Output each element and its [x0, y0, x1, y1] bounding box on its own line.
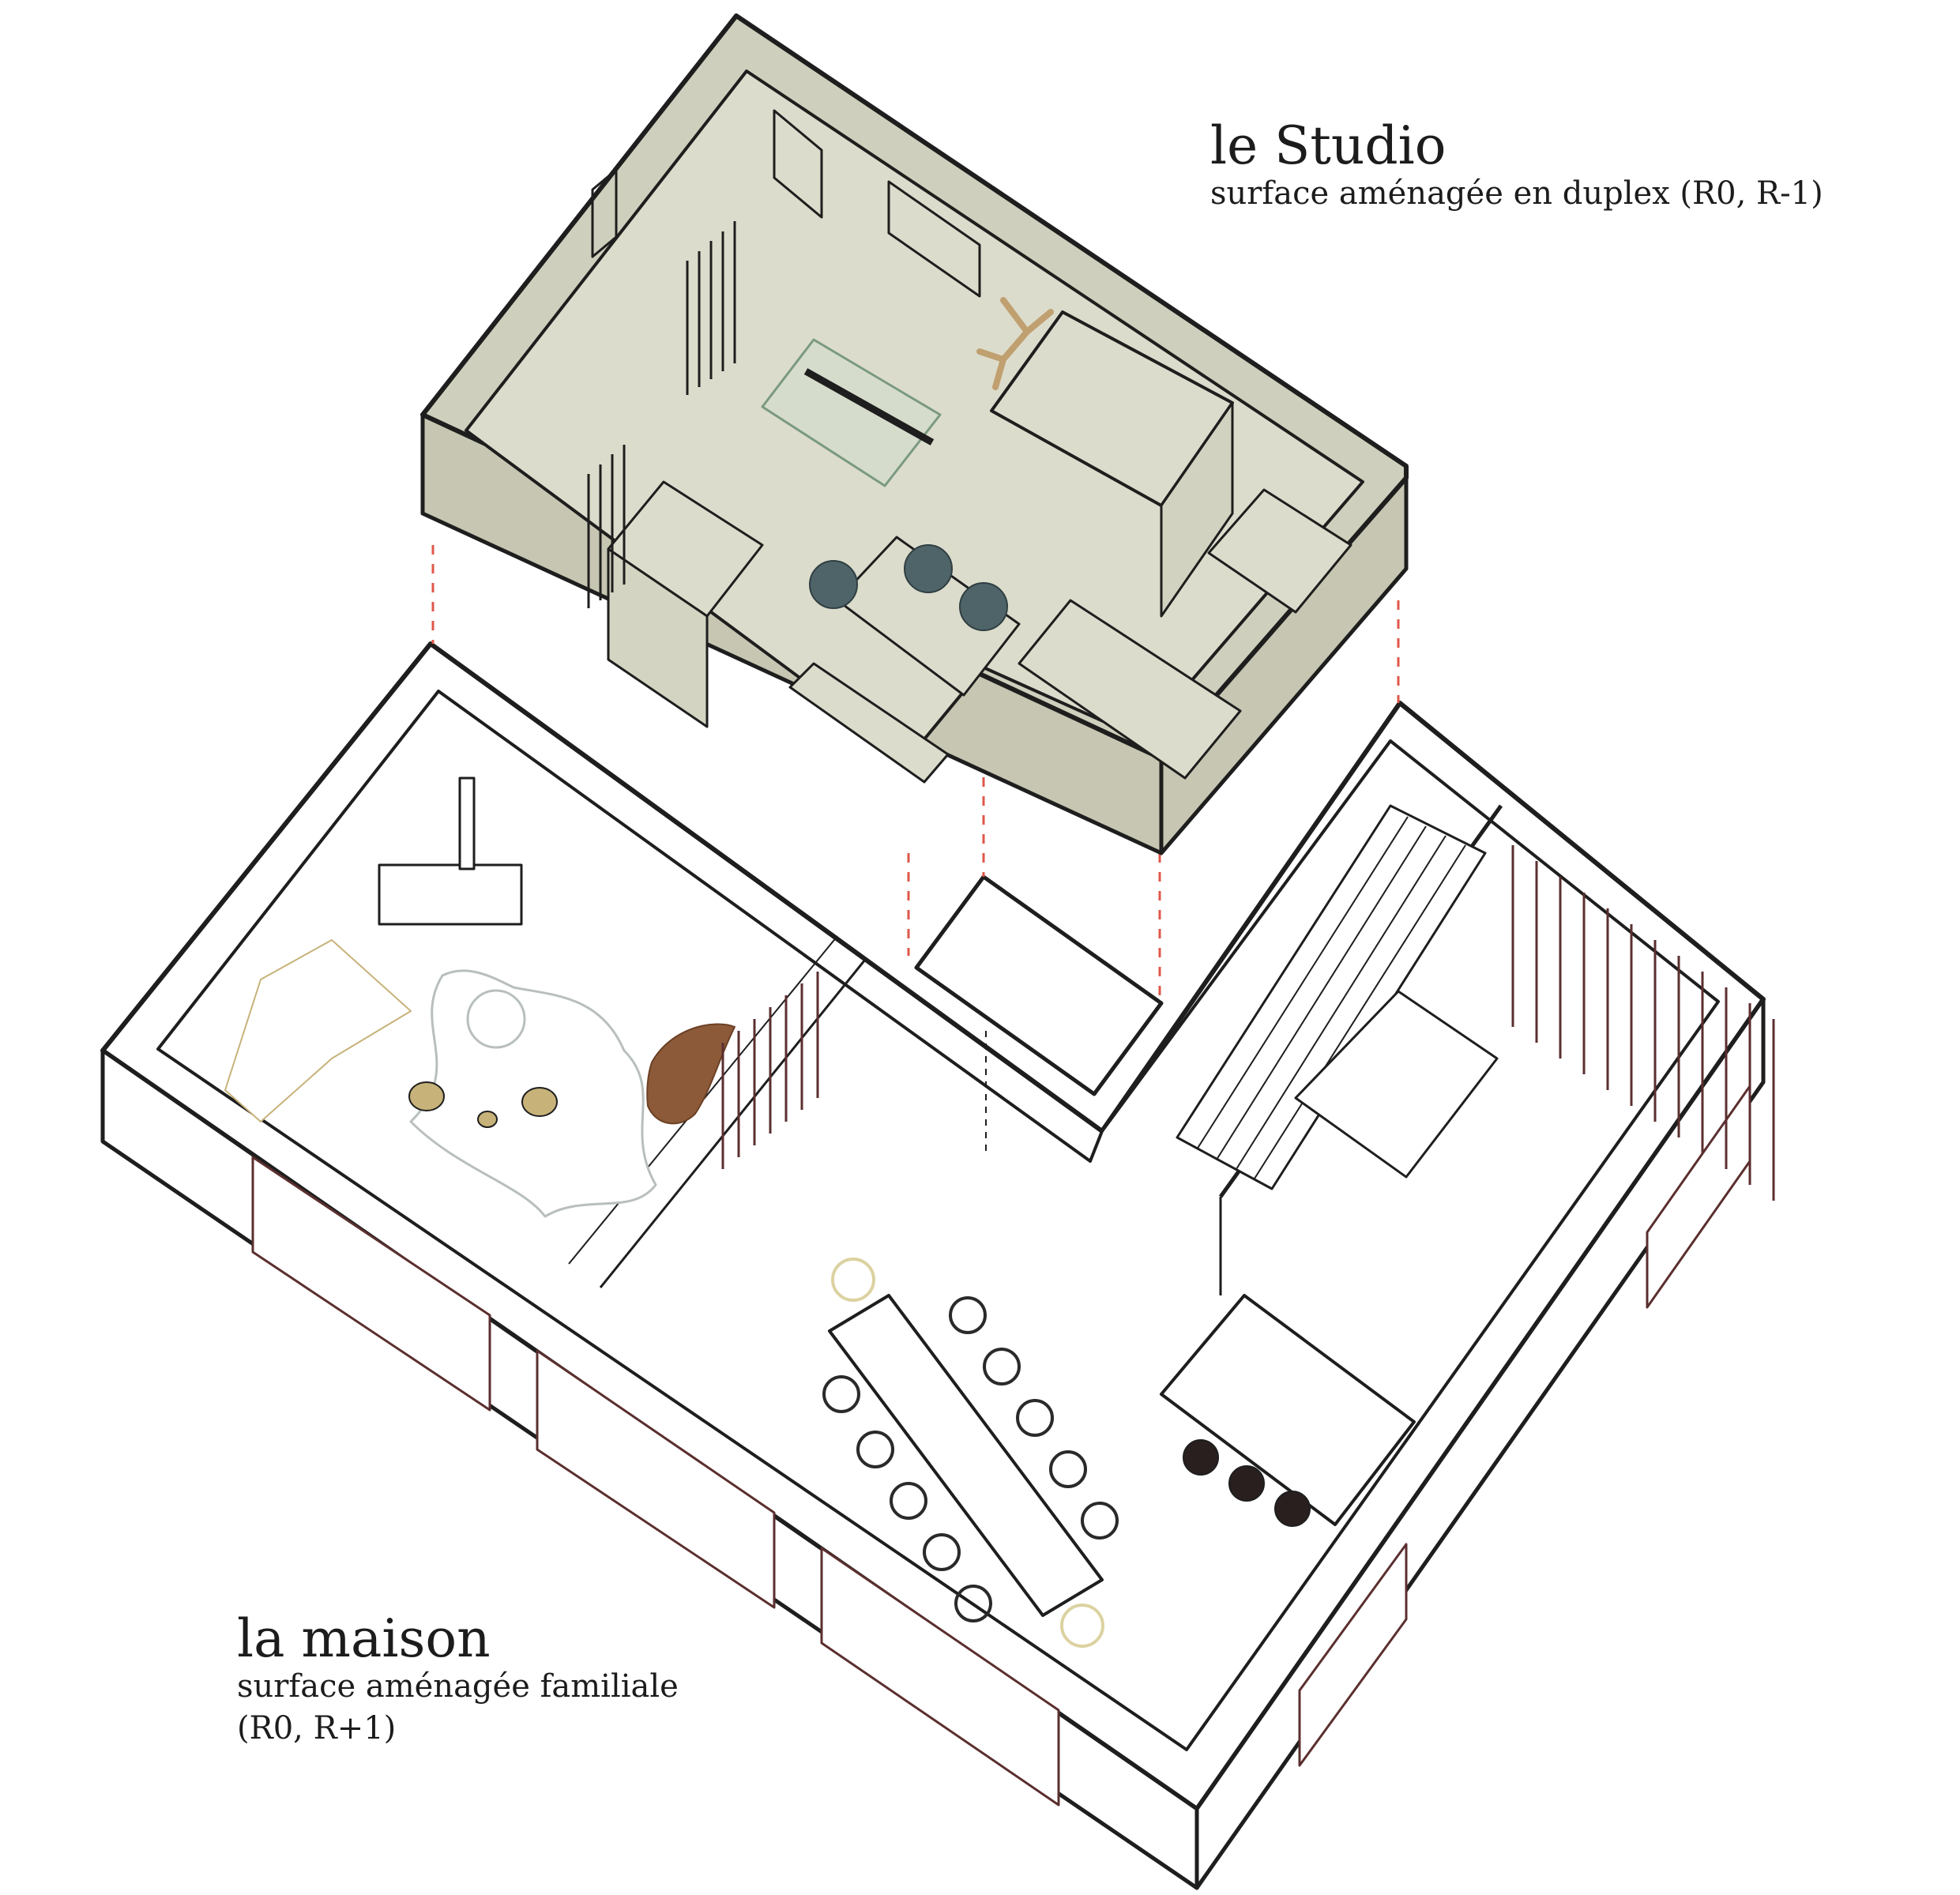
maison-title: la maison: [237, 1608, 491, 1669]
maison-subtitle-line2: (R0, R+1): [237, 1710, 397, 1747]
studio-wardrobe-face: [607, 547, 709, 728]
studio-tv-bar: [803, 368, 935, 446]
butterfly-armchair: [646, 1023, 735, 1125]
studio-title: le Studio: [1210, 115, 1446, 176]
bar-stools: [1183, 1439, 1311, 1527]
maison-windows: [251, 1085, 1751, 1807]
dining-area: [822, 1258, 1119, 1648]
staircase: [1176, 804, 1487, 1190]
kitchen: [1160, 845, 1775, 1527]
dining-table: [828, 1294, 1104, 1617]
chimney-pipe: [458, 776, 476, 870]
living-furniture: [224, 776, 819, 1218]
studio-bench: [788, 662, 950, 784]
kitchen-counter: [1294, 990, 1499, 1179]
floor-lamps: [408, 1081, 558, 1128]
side-table: [466, 989, 526, 1049]
partition-living: [599, 959, 867, 1288]
dining-chairs-yellow: [831, 1258, 1104, 1648]
wc-room: [914, 874, 1164, 1096]
studio-kitchen-run: [1018, 599, 1242, 780]
maison-subtitle-line1: surface aménagée familiale: [237, 1668, 679, 1705]
studio-bath-block-face: [1160, 401, 1234, 618]
sofa-pattern: [224, 939, 412, 1122]
studio-chairs: [809, 544, 1008, 631]
kitchen-island: [1160, 1294, 1416, 1526]
dining-chairs-dark: [822, 1296, 1119, 1622]
branch-decor: [976, 297, 1054, 390]
studio-wall-frames: [591, 109, 981, 298]
studio-sofa: [761, 338, 942, 487]
maison-volume: [100, 641, 1775, 1890]
kitchen-curtain: [1511, 845, 1775, 1201]
alignment-guides: [431, 545, 1400, 995]
curtain-living: [721, 972, 819, 1169]
studio-volume: [420, 13, 1409, 855]
studio-curtains: [587, 221, 736, 608]
fireplace: [378, 863, 523, 926]
maison-label: la maison surface aménagée familiale (R0…: [237, 1611, 679, 1750]
studio-counter: [1207, 488, 1352, 614]
studio-subtitle: surface aménagée en duplex (R0, R-1): [1210, 175, 1823, 212]
studio-table: [836, 536, 1021, 697]
studio-label: le Studio surface aménagée en duplex (R0…: [1210, 118, 1823, 215]
